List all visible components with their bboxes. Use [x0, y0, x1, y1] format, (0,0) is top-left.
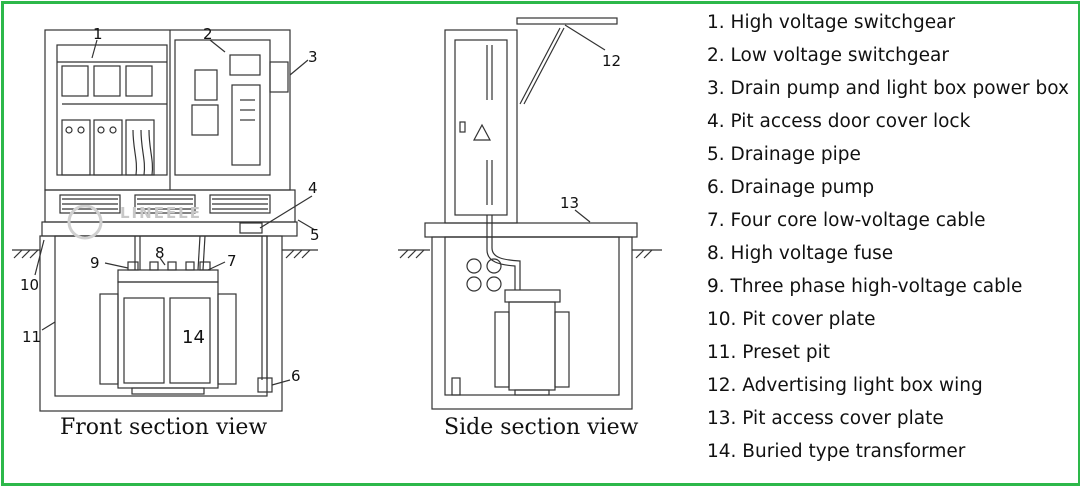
callout-14: 14: [182, 327, 205, 348]
callout-12: 12: [602, 52, 621, 70]
legend-item: 11. Preset pit: [707, 342, 831, 363]
pit-cover-plate: [41, 221, 298, 237]
low-voltage-switchgear: [174, 39, 271, 176]
legend-item: 8. High voltage fuse: [707, 243, 894, 264]
legend-item: 2. Low voltage switchgear: [707, 45, 949, 66]
legend-item: 5. Drainage pipe: [707, 144, 861, 165]
legend-item: 1. High voltage switchgear: [707, 12, 956, 33]
callout-13: 13: [560, 194, 579, 212]
legend-item: 10. Pit cover plate: [707, 309, 876, 330]
side-section-caption: Side section view: [444, 415, 639, 440]
buried-transformer: [99, 261, 237, 395]
legend-list: 1. High voltage switchgear 2. Low voltag…: [707, 10, 1069, 472]
callout-8: 8: [155, 244, 165, 262]
preset-pit: [39, 235, 283, 412]
legend-item: 4. Pit access door cover lock: [707, 111, 971, 132]
legend-item: 13. Pit access cover plate: [707, 408, 944, 429]
callout-10: 10: [20, 276, 39, 294]
front-section-caption: Front section view: [60, 415, 268, 440]
callout-6: 6: [291, 367, 301, 385]
legend-item: 7. Four core low-voltage cable: [707, 210, 986, 231]
front-louvers: [59, 194, 271, 214]
callout-9: 9: [90, 254, 100, 272]
warning-icon: [473, 123, 491, 141]
side-section-view: [398, 17, 662, 410]
legend-item: 9. Three phase high-voltage cable: [707, 276, 1023, 297]
callout-4: 4: [308, 179, 318, 197]
side-transformer: [494, 289, 570, 396]
watermark-logo: LINEELE: [67, 204, 202, 240]
legend-item: 3. Drain pump and light box power box: [707, 78, 1069, 99]
callout-5: 5: [310, 226, 320, 244]
callout-1: 1: [93, 25, 103, 43]
callout-11: 11: [22, 328, 41, 346]
advertising-light-box-wing: [516, 17, 618, 105]
drainage-pump: [257, 377, 273, 393]
legend-item: 14. Buried type transformer: [707, 441, 966, 462]
callout-7: 7: [227, 252, 237, 270]
pit-access-cover-plate: [424, 222, 638, 238]
watermark-text: LINEELE: [120, 204, 202, 222]
substation-drawing: LINEELE 1 2 3 4 5 6 7 8 9 10 11 12 13 14: [12, 17, 662, 412]
legend-item: 6. Drainage pump: [707, 177, 875, 198]
callout-3: 3: [308, 48, 318, 66]
power-box: [269, 61, 289, 93]
front-section-view: [12, 24, 606, 412]
high-voltage-switchgear: [56, 44, 168, 176]
callout-2: 2: [203, 25, 213, 43]
legend-item: 12. Advertising light box wing: [707, 375, 983, 396]
